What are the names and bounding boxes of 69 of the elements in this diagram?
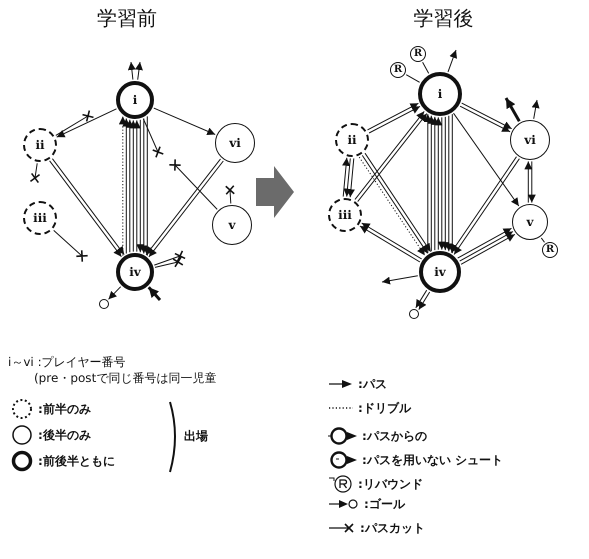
connector-line — [406, 74, 420, 83]
pass-cut-line — [154, 250, 186, 266]
legend-text: :前半のみ — [38, 403, 91, 415]
player-number: iii — [33, 212, 47, 224]
legend-text: :パス — [358, 378, 387, 390]
legend-text: :リバウンド — [358, 478, 423, 490]
player-number: v — [526, 216, 534, 228]
player-number: i — [438, 88, 442, 100]
legend-text: :ゴール — [364, 498, 405, 510]
pass-arrow — [532, 100, 540, 120]
player-number: vi — [229, 137, 241, 149]
player-number: i — [132, 94, 138, 106]
pass-cut-line — [55, 110, 94, 136]
diagram-heading: 学習後 — [414, 8, 474, 28]
diagram-heading: 学習前 — [97, 8, 157, 28]
block-arrow — [256, 166, 294, 218]
pass-arrow — [444, 115, 453, 252]
pass-arrow — [153, 108, 216, 136]
pass-arrow — [128, 62, 136, 80]
pass-cut-line — [154, 256, 184, 268]
player-number: v — [228, 219, 236, 231]
pass-arrow — [438, 116, 446, 250]
rebound-mark: R — [414, 49, 422, 59]
pass-cut-line — [30, 162, 40, 184]
shot-arrow — [148, 286, 162, 301]
pass-arrow — [524, 160, 532, 204]
pass-arrow — [430, 116, 439, 251]
pass-cut-line — [142, 118, 164, 158]
pass-arrow — [528, 160, 536, 204]
pass-cut-line — [224, 184, 236, 204]
legend-text: :パスからの — [362, 430, 427, 442]
legend-group-label: 出場 — [184, 430, 208, 442]
legend-text: :パスカット — [360, 522, 425, 534]
player-number: iv — [434, 266, 446, 278]
pass-arrow — [140, 118, 148, 254]
legend-text: :後半のみ — [38, 429, 91, 441]
pass-arrow — [132, 120, 141, 252]
rebound-mark: R — [394, 65, 402, 75]
player-number: ii — [347, 134, 357, 146]
pass-cut-line — [53, 230, 88, 262]
connector-line — [540, 237, 545, 243]
player-number: vi — [524, 134, 536, 146]
legend-note: (pre・postで同じ番号は同一児童 — [34, 372, 216, 384]
pass-arrow — [424, 114, 432, 254]
pass-arrow — [448, 50, 457, 72]
pass-arrow — [129, 120, 138, 252]
legend-text: :ドリブル — [358, 402, 411, 414]
pass-arrow — [346, 158, 355, 198]
pass-arrow — [448, 114, 456, 254]
player-number: iv — [129, 266, 141, 278]
legend-text: :前後半ともに — [38, 455, 115, 467]
player-number: iii — [338, 209, 352, 221]
pass-arrow — [122, 118, 130, 254]
pass-arrow — [135, 62, 143, 80]
pass-arrow — [418, 292, 430, 310]
legend-text: :パスを用いない シュート — [362, 454, 503, 466]
rebound-mark: R — [546, 245, 554, 255]
connector-line — [422, 62, 430, 74]
pass-arrow — [441, 116, 450, 251]
pass-arrow — [136, 119, 144, 253]
legend-note: i～vi :プレイヤー番号 — [8, 356, 126, 368]
player-number: ii — [35, 139, 45, 151]
pass-arrow — [434, 116, 442, 250]
pass-arrow — [427, 115, 436, 252]
shot-arrow — [504, 97, 521, 122]
pass-arrow — [126, 119, 134, 253]
pass-arrow — [56, 108, 117, 138]
pass-cut-line — [168, 158, 218, 210]
pass-arrow — [382, 275, 418, 285]
